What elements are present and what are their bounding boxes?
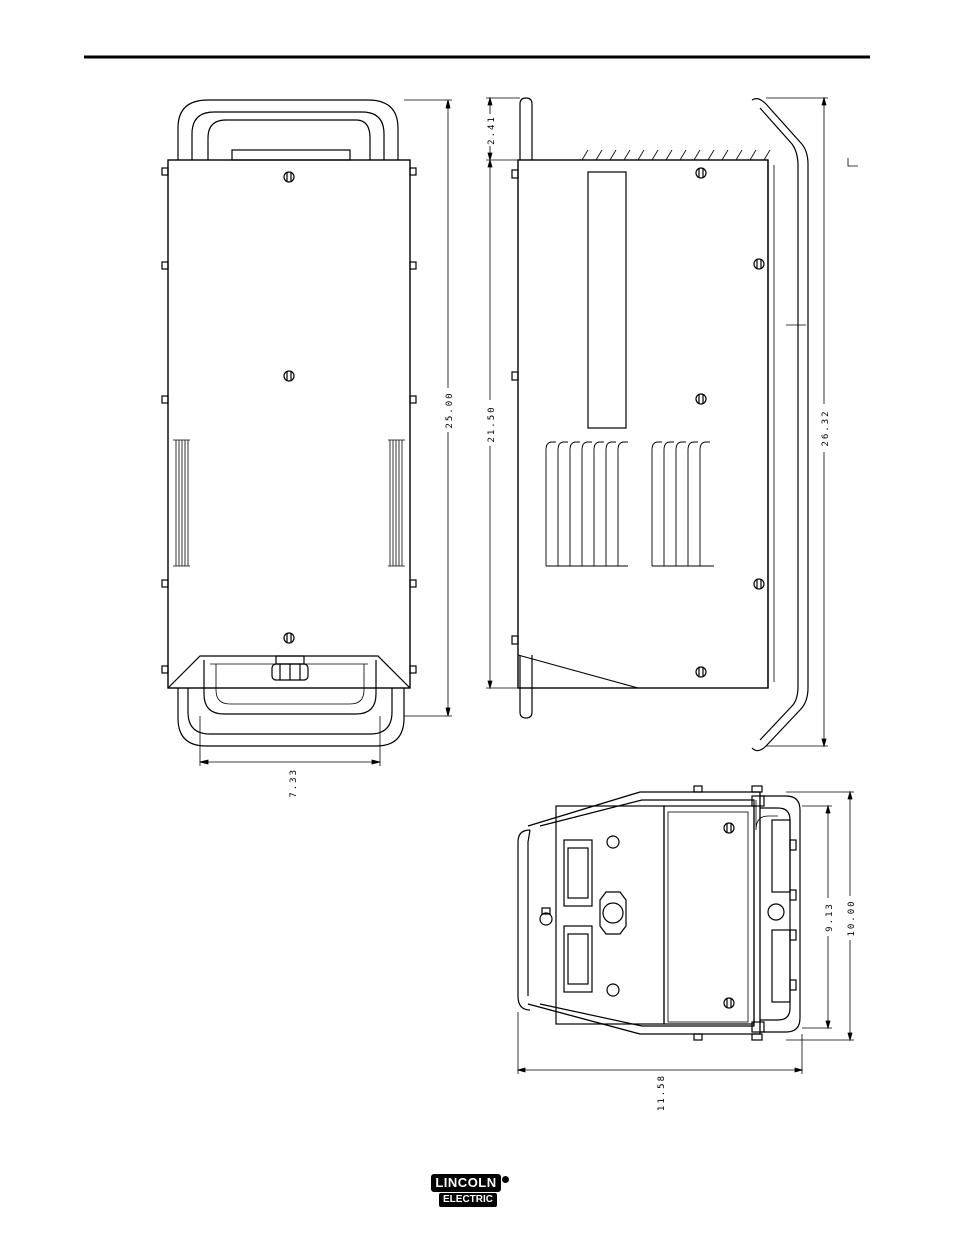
mount-hole: [607, 836, 619, 848]
mount-hole: [607, 984, 619, 996]
screw-icon: [754, 579, 764, 589]
side-right-frame: [752, 99, 808, 751]
side-view: [486, 98, 858, 751]
top-handle-outer: [178, 100, 398, 160]
screw-icon: [696, 667, 706, 677]
screw-icon: [284, 172, 294, 182]
corner-mark: [848, 158, 858, 166]
bottom-handle-outer: [178, 688, 404, 746]
side-view-body: [518, 160, 768, 688]
bottom-handle-mid: [188, 688, 392, 734]
screw-icon: [754, 259, 764, 269]
knob-icon: [540, 908, 552, 925]
top-view: [162, 100, 452, 766]
dim-label-7-33: 7.33: [289, 768, 299, 798]
dim-label-26-32: 26.32: [821, 409, 831, 446]
top-handle-mid: [192, 112, 384, 160]
side-bolts-left: [162, 168, 168, 673]
front-panel: [556, 806, 664, 1024]
label-plate: [588, 172, 626, 428]
screw-icon: [724, 998, 734, 1008]
top-view-body: [168, 160, 410, 688]
lincoln-electric-logo: LINCOLN ELECTRIC: [431, 1174, 509, 1210]
side-bolts-right: [410, 168, 416, 673]
vent-right: [388, 440, 405, 566]
louvers-left: [546, 442, 628, 566]
louvers-right: [652, 442, 714, 566]
receptacle-icon: [564, 840, 592, 906]
dim-label-25-00: 25.00: [445, 391, 455, 428]
receptacle-icon: [564, 926, 592, 992]
connector-icon: [600, 892, 626, 934]
dim-10-00: [786, 792, 854, 1040]
inner-case: [664, 806, 754, 1024]
screw-icon: [284, 633, 294, 643]
dim-7-33: [200, 716, 380, 766]
side-left-handle: [520, 98, 532, 160]
logo-line2: ELECTRIC: [439, 1193, 497, 1207]
screw-icon: [724, 823, 734, 833]
top-handle-grip: [232, 150, 350, 160]
dim-26-32: [766, 98, 828, 746]
end-shell-outer: [528, 792, 760, 1034]
top-hatching: [582, 150, 770, 160]
side-view-bolts: [512, 170, 518, 644]
end-view: [518, 786, 854, 1074]
dim-label-11-58: 11.58: [657, 1074, 667, 1111]
logo-line1: LINCOLN: [431, 1174, 501, 1192]
dim-label-9-13: 9.13: [825, 902, 835, 932]
dim-label-2-41: 2.41: [487, 115, 497, 145]
dim-label-10-00: 10.00: [847, 899, 857, 936]
knob-icon: [272, 656, 308, 680]
screw-icon: [696, 168, 706, 178]
screw-icon: [696, 394, 706, 404]
dim-label-21-50: 21.50: [487, 405, 497, 442]
screw-icon: [284, 371, 294, 381]
vent-left: [173, 440, 190, 566]
registered-mark-icon: [502, 1176, 509, 1183]
dim-side-left: [486, 98, 520, 688]
end-right-frame: [760, 796, 800, 1032]
